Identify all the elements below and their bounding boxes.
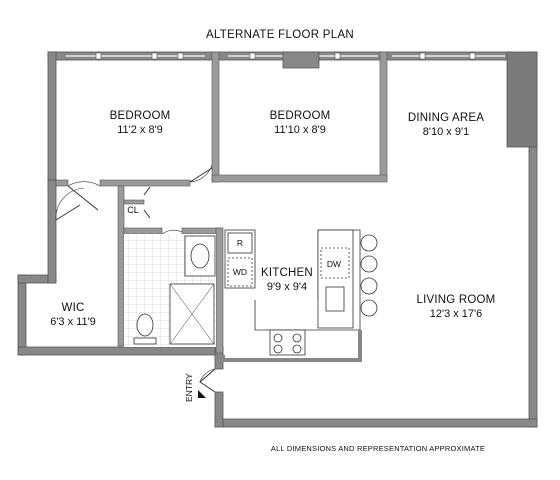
closet-label: CL: [127, 205, 139, 215]
bathroom: [124, 234, 216, 347]
exterior-walls: [17, 51, 538, 428]
window-mullions: [95, 52, 476, 60]
toilet-icon: [136, 313, 154, 337]
kitchen-dims: 9'9 x 9'4: [267, 281, 307, 293]
bar-stools: [360, 234, 378, 317]
interior-walls: [55, 51, 388, 354]
dining-dims: 8'10 x 9'1: [423, 126, 469, 138]
wic-name: WIC: [62, 302, 85, 314]
toilet-tank: [133, 337, 157, 345]
column: [506, 51, 538, 148]
kitchen-wall: [221, 330, 362, 362]
living-dims: 12'3 x 17'6: [430, 308, 483, 320]
plan-title: ALTERNATE FLOOR PLAN: [206, 29, 354, 41]
wall-bump: [282, 51, 320, 69]
washer-dryer-label: WD: [233, 267, 247, 277]
entry-label: ENTRY: [184, 373, 194, 402]
sink-icon: [190, 243, 210, 269]
dishwasher-label: DW: [327, 259, 341, 269]
bedroom-left-name: BEDROOM: [110, 110, 171, 122]
bedroom-left-dims: 11'2 x 8'9: [117, 124, 163, 136]
refrigerator-label: R: [237, 238, 243, 248]
bedroom-right-dims: 11'10 x 8'9: [274, 124, 326, 136]
kitchen-fixtures: [224, 229, 361, 356]
living-name: LIVING ROOM: [417, 294, 496, 306]
footer-note: ALL DIMENSIONS AND REPRESENTATION APPROX…: [271, 444, 485, 453]
wic-dims: 6'3 x 11'9: [50, 316, 96, 328]
entry-arrow-icon: [198, 390, 206, 398]
kitchen-name: KITCHEN: [261, 267, 313, 279]
room-labels: BEDROOM 11'2 x 8'9 BEDROOM 11'10 x 8'9 D…: [50, 110, 495, 328]
bedroom-right-name: BEDROOM: [270, 110, 331, 122]
dining-name: DINING AREA: [408, 112, 484, 124]
fixture-labels: CL R WD DW ENTRY: [127, 205, 341, 402]
